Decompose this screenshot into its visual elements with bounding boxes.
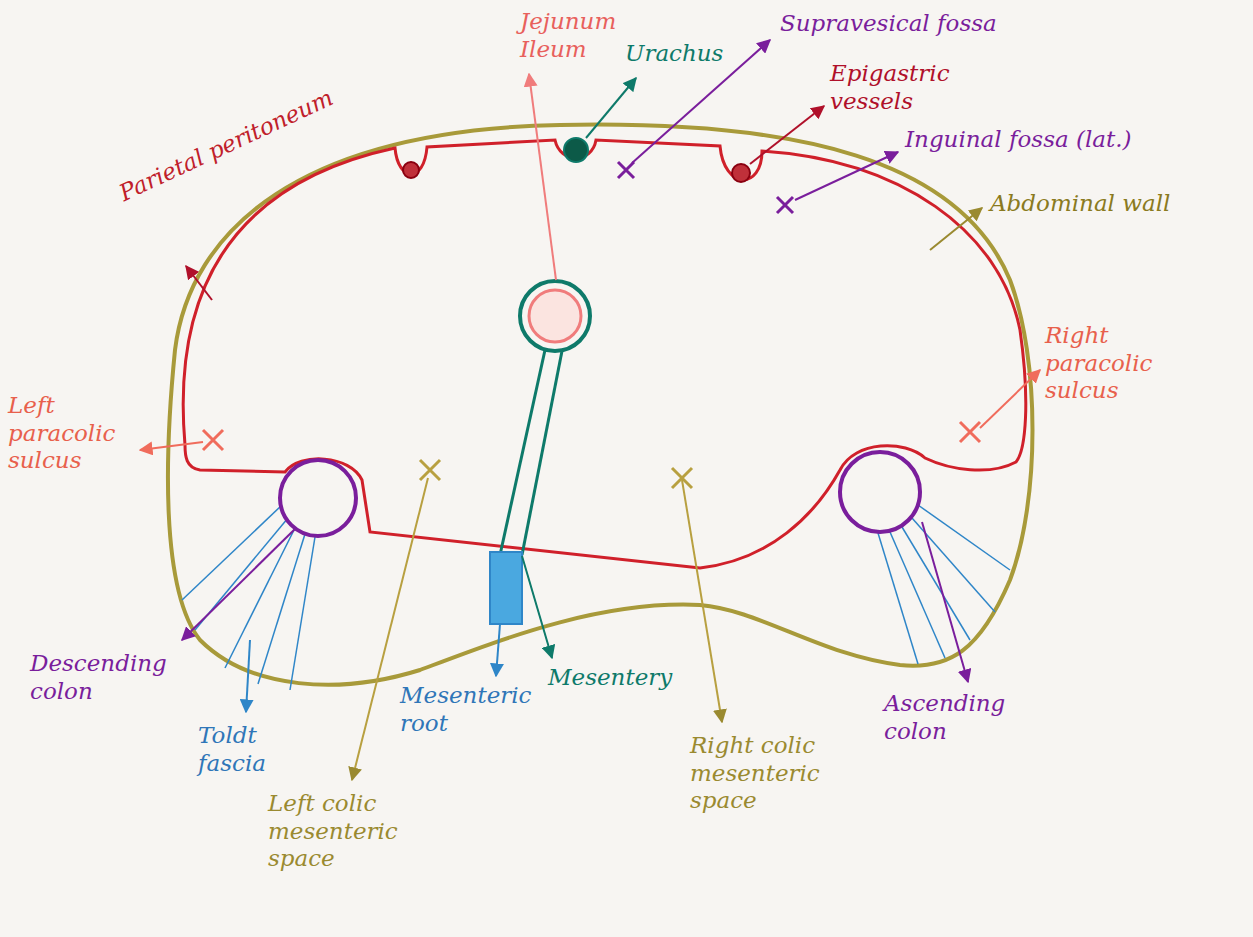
anatomy-label: Ascending colon	[884, 690, 1034, 745]
space-marks	[203, 162, 980, 488]
anatomy-label: Mesenteric root	[400, 682, 550, 737]
anatomy-label: Toldt fascia	[198, 722, 308, 777]
anatomy-label: Parietal peritoneum	[115, 84, 337, 207]
anatomy-label: Right paracolic sulcus	[1045, 322, 1205, 405]
anatomy-label: Left colic mesenteric space	[268, 790, 468, 873]
anatomy-label: Descending colon	[30, 650, 180, 705]
anatomy-label: Jejunum Ileum	[520, 8, 630, 63]
mesentery-line	[522, 351, 562, 555]
anatomy-label: Right colic mesenteric space	[690, 732, 890, 815]
descending-colon	[280, 460, 356, 536]
anatomy-label: Epigastric vessels	[830, 60, 970, 115]
anatomy-label: Supravesical fossa	[780, 10, 997, 38]
ascending-colon	[840, 452, 920, 532]
anatomy-label: Urachus	[625, 40, 723, 68]
jejunum-lumen	[529, 290, 581, 342]
urachus-dot	[564, 138, 588, 162]
anatomy-label: Inguinal fossa (lat.)	[905, 126, 1132, 154]
anatomy-label: Mesentery	[548, 664, 672, 692]
epigastric-vessel	[732, 164, 750, 182]
abdominal-wall-outline	[168, 125, 1033, 685]
mesenteric-root	[490, 552, 522, 624]
jejunum-loop	[520, 281, 590, 351]
anatomy-label: Left paracolic sulcus	[8, 392, 138, 475]
epigastric-vessel	[403, 162, 419, 178]
parietal-peritoneum-line	[183, 140, 1026, 568]
mesentery-line	[500, 350, 545, 555]
anatomy-label: Abdominal wall	[990, 190, 1170, 218]
